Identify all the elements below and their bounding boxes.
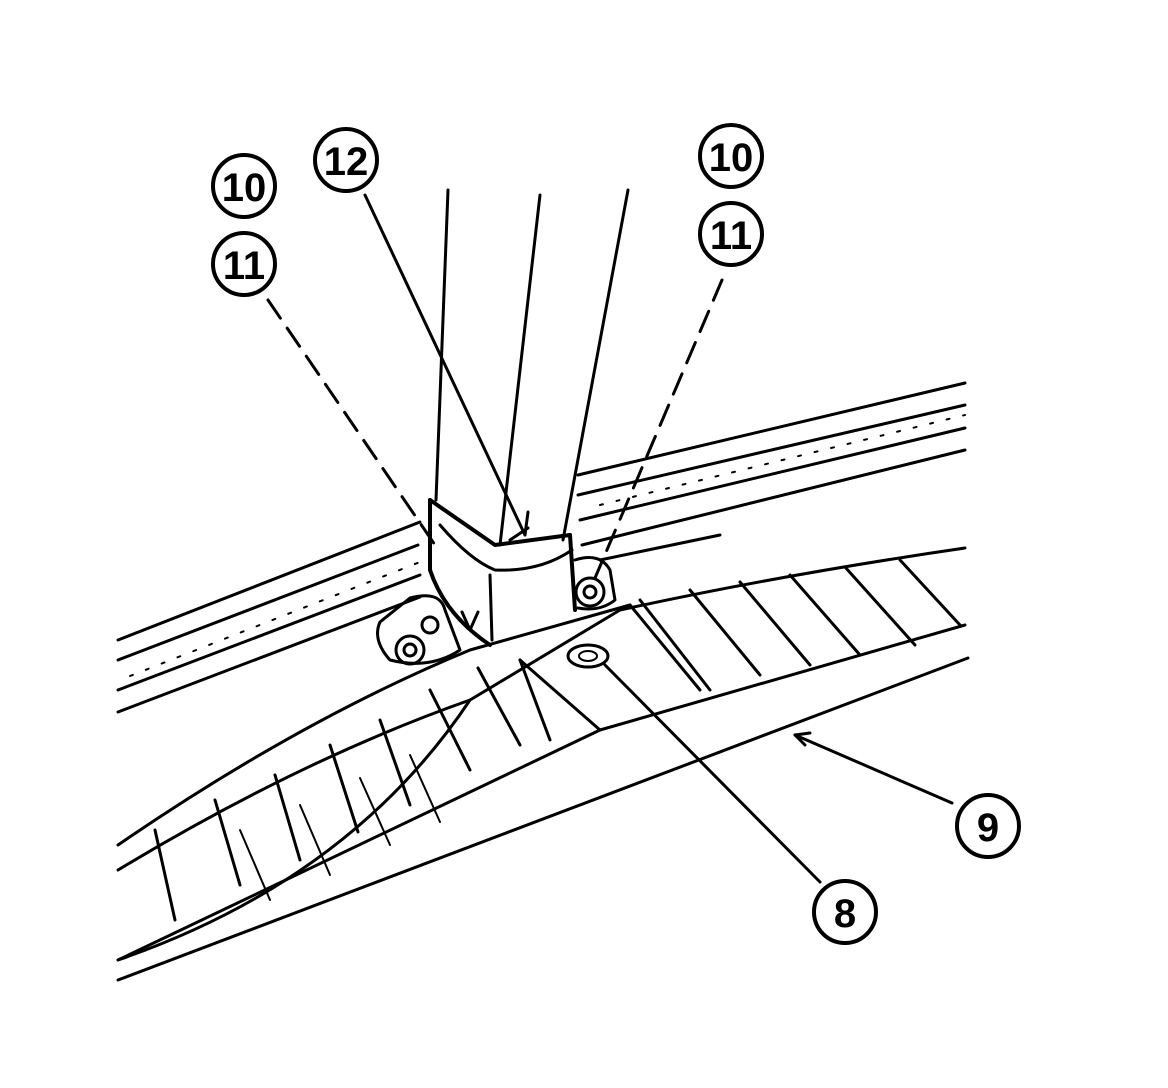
svg-text:12: 12 — [324, 140, 369, 184]
svg-text:8: 8 — [834, 892, 856, 936]
vertical-post — [434, 188, 630, 547]
svg-text:11: 11 — [710, 214, 752, 258]
base-beam — [116, 546, 970, 982]
callout-8: 8 — [812, 879, 878, 945]
callout-10-right: 10 — [698, 123, 764, 189]
treads — [153, 558, 962, 922]
background-rail — [116, 381, 967, 714]
svg-text:11: 11 — [223, 244, 265, 288]
callout-10-left: 10 — [211, 153, 277, 219]
svg-text:9: 9 — [977, 806, 999, 850]
callout-11-right: 11 — [698, 201, 764, 267]
callout-12: 12 — [313, 127, 379, 193]
leader-lines — [266, 193, 954, 884]
callout-11-left: 11 — [211, 231, 277, 297]
svg-text:10: 10 — [709, 136, 754, 180]
fasteners — [394, 576, 610, 669]
svg-text:10: 10 — [222, 166, 267, 210]
bracket-fitting — [376, 498, 617, 665]
callout-9: 9 — [955, 793, 1021, 859]
